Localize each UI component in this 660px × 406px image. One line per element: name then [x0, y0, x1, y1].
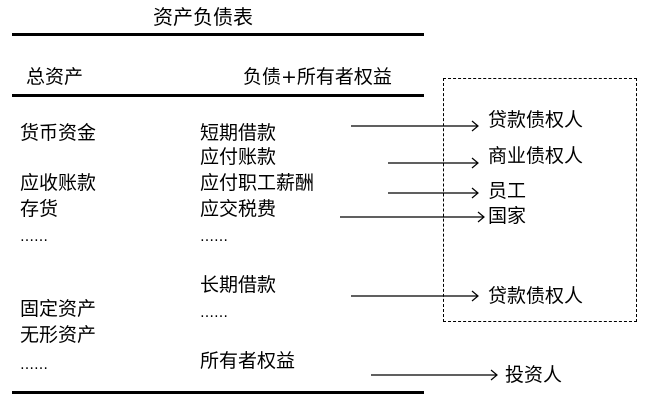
liability-item: 应交税费	[200, 198, 277, 220]
title-divider	[12, 33, 424, 36]
asset-item-ellipsis: ……	[20, 357, 48, 373]
liability-item: 长期借款	[200, 274, 277, 296]
arrow-tax	[340, 211, 485, 223]
arrow-payroll	[388, 187, 479, 199]
asset-item: 应收账款	[20, 172, 97, 194]
header-divider	[12, 94, 424, 97]
creditors-group-box	[443, 78, 637, 322]
arrow-accounts-payable	[388, 157, 479, 169]
asset-item: 无形资产	[20, 324, 97, 346]
liability-item-ellipsis: ……	[200, 229, 228, 245]
stakeholder-label: 投资人	[505, 364, 563, 386]
stakeholder-label: 员工	[488, 180, 527, 202]
stakeholder-label: 商业债权人	[488, 145, 584, 167]
header-assets: 总资产	[26, 66, 84, 88]
stakeholder-label: 贷款债权人	[488, 285, 584, 307]
stakeholder-label: 贷款债权人	[488, 109, 584, 131]
asset-item: 存货	[20, 198, 59, 220]
bottom-divider	[12, 391, 424, 394]
page-title: 资产负债表	[153, 5, 253, 29]
header-liabilities-equity: 负债+所有者权益	[243, 66, 392, 88]
arrow-equity	[371, 369, 498, 381]
arrow-short-loan	[351, 120, 479, 132]
liability-item: 短期借款	[200, 122, 277, 144]
stakeholder-label: 国家	[488, 205, 527, 227]
asset-item-ellipsis: ……	[20, 229, 48, 245]
equity-item: 所有者权益	[200, 350, 296, 372]
asset-item: 固定资产	[20, 298, 97, 320]
liability-item: 应付职工薪酬	[200, 172, 315, 194]
arrow-long-loan	[351, 290, 479, 302]
liability-item: 应付账款	[200, 146, 277, 168]
asset-item: 货币资金	[20, 122, 97, 144]
liability-item-ellipsis: ……	[200, 305, 228, 321]
